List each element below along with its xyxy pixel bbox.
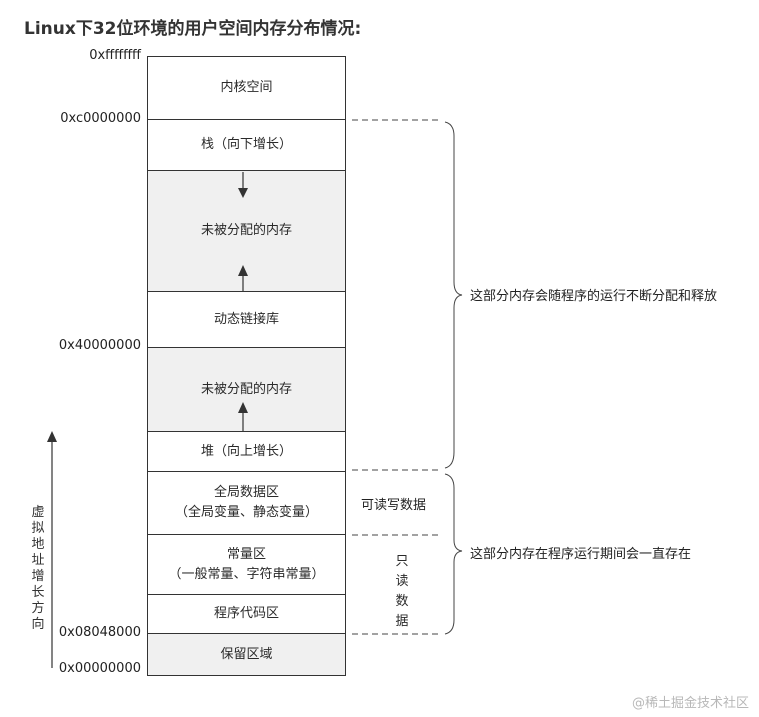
heap-label: 堆（向上增长）	[200, 443, 292, 459]
global-data-block: 全局数据区 （全局变量、静态变量）	[147, 472, 346, 535]
arrow-down-icon	[238, 188, 248, 198]
shared-libs-label: 动态链接库	[213, 311, 279, 327]
reserved-block: 保留区域	[147, 634, 346, 676]
code-label: 程序代码区	[213, 606, 279, 621]
unallocated-memory-label-1: 未被分配的内存	[200, 223, 292, 238]
growth-arrow-icon	[47, 431, 57, 442]
unallocated-memory-label-2: 未被分配的内存	[200, 381, 292, 397]
code-block: 程序代码区	[147, 595, 346, 634]
growth-direction-label: 虚 拟 地 址 增 长 方 向	[31, 505, 45, 632]
brace-static	[444, 473, 463, 635]
brace-dynamic	[444, 121, 463, 469]
page-title: Linux下32位环境的用户空间内存分布情况:	[24, 19, 362, 39]
address-libs: 0x40000000	[58, 338, 141, 353]
stack-label: 栈（向下增长）	[200, 137, 292, 152]
stack-block: 栈（向下增长）	[147, 120, 346, 171]
heap-block: 堆（向上增长）	[147, 432, 346, 472]
global-data-title: 全局数据区	[213, 485, 279, 500]
const-data-title: 常量区	[226, 546, 266, 562]
address-top: 0xffffffff	[89, 48, 141, 63]
static-region-note: 这部分内存在程序运行期间会一直存在	[470, 547, 692, 562]
const-data-block: 常量区 （一般常量、字符串常量）	[147, 535, 346, 595]
const-data-subtitle: （一般常量、字符串常量）	[168, 566, 325, 582]
readonly-label: 只 读 数 据	[395, 554, 409, 629]
unallocated-memory-block-2: 未被分配的内存	[147, 348, 346, 432]
address-kernel-start: 0xc0000000	[60, 111, 141, 126]
address-bottom: 0x00000000	[58, 661, 141, 676]
readwrite-label: 可读写数据	[361, 498, 427, 513]
address-code-start: 0x08048000	[58, 625, 141, 640]
watermark: @稀土掘金技术社区	[631, 696, 749, 711]
global-data-subtitle: （全局变量、静态变量）	[174, 505, 318, 520]
dynamic-region-note: 这部分内存会随程序的运行不断分配和释放	[470, 289, 718, 304]
unallocated-memory-block-1: 未被分配的内存	[147, 171, 346, 292]
reserved-label: 保留区域	[220, 646, 273, 662]
arrow-up-icon-2	[238, 402, 248, 413]
arrow-up-icon-1	[238, 265, 248, 276]
kernel-space-block: 内核空间	[147, 56, 346, 120]
kernel-space-label: 内核空间	[220, 80, 273, 95]
shared-libs-block: 动态链接库	[147, 292, 346, 348]
